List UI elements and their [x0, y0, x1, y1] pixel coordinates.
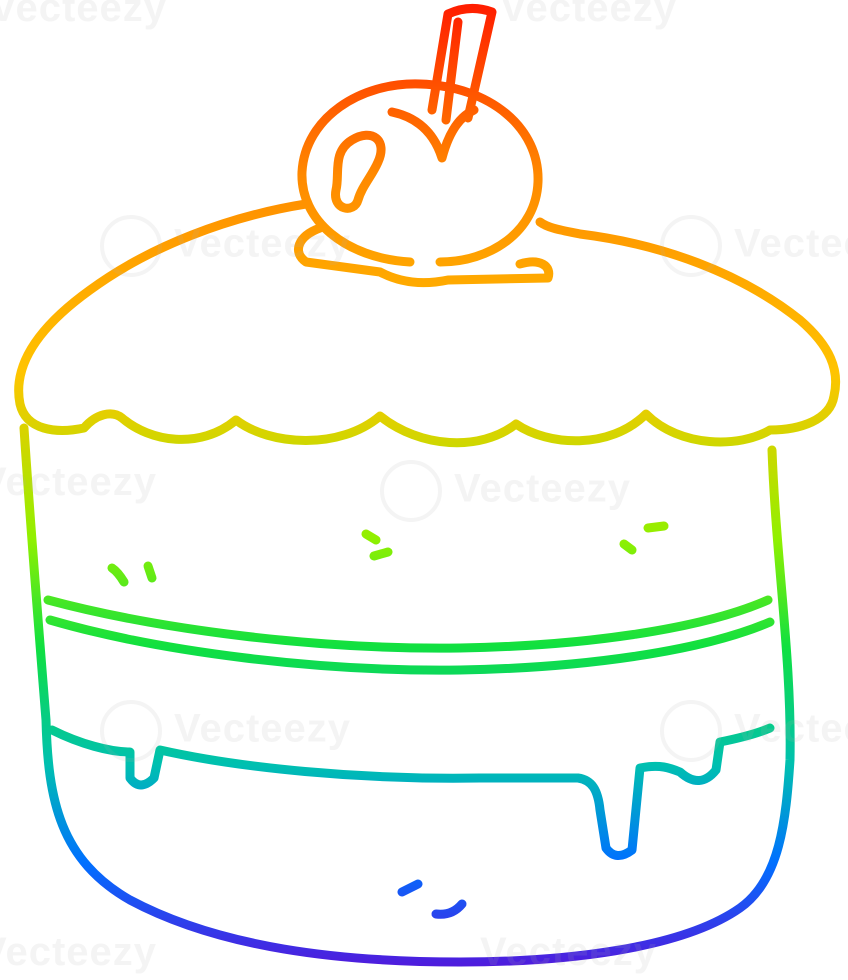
crumb [361, 529, 381, 545]
cake-layer-line-upper [43, 595, 773, 653]
crumb [643, 521, 669, 533]
crumb [369, 547, 393, 561]
jam-drip-line [47, 723, 775, 860]
cake-layer-line-lower [45, 615, 775, 675]
crumb [107, 563, 129, 587]
crumb [143, 561, 157, 583]
cherry-stem-inner [441, 17, 463, 125]
cake-left-side [19, 423, 795, 967]
cream-dollop [294, 223, 554, 288]
crumb [397, 879, 423, 897]
cherry-stem [427, 4, 497, 123]
crumb [431, 899, 467, 919]
frosting-top [14, 199, 841, 448]
cherry-top-notch [387, 105, 479, 163]
crumb [619, 539, 637, 555]
cherry [297, 79, 543, 267]
cherry-highlight [331, 130, 386, 213]
